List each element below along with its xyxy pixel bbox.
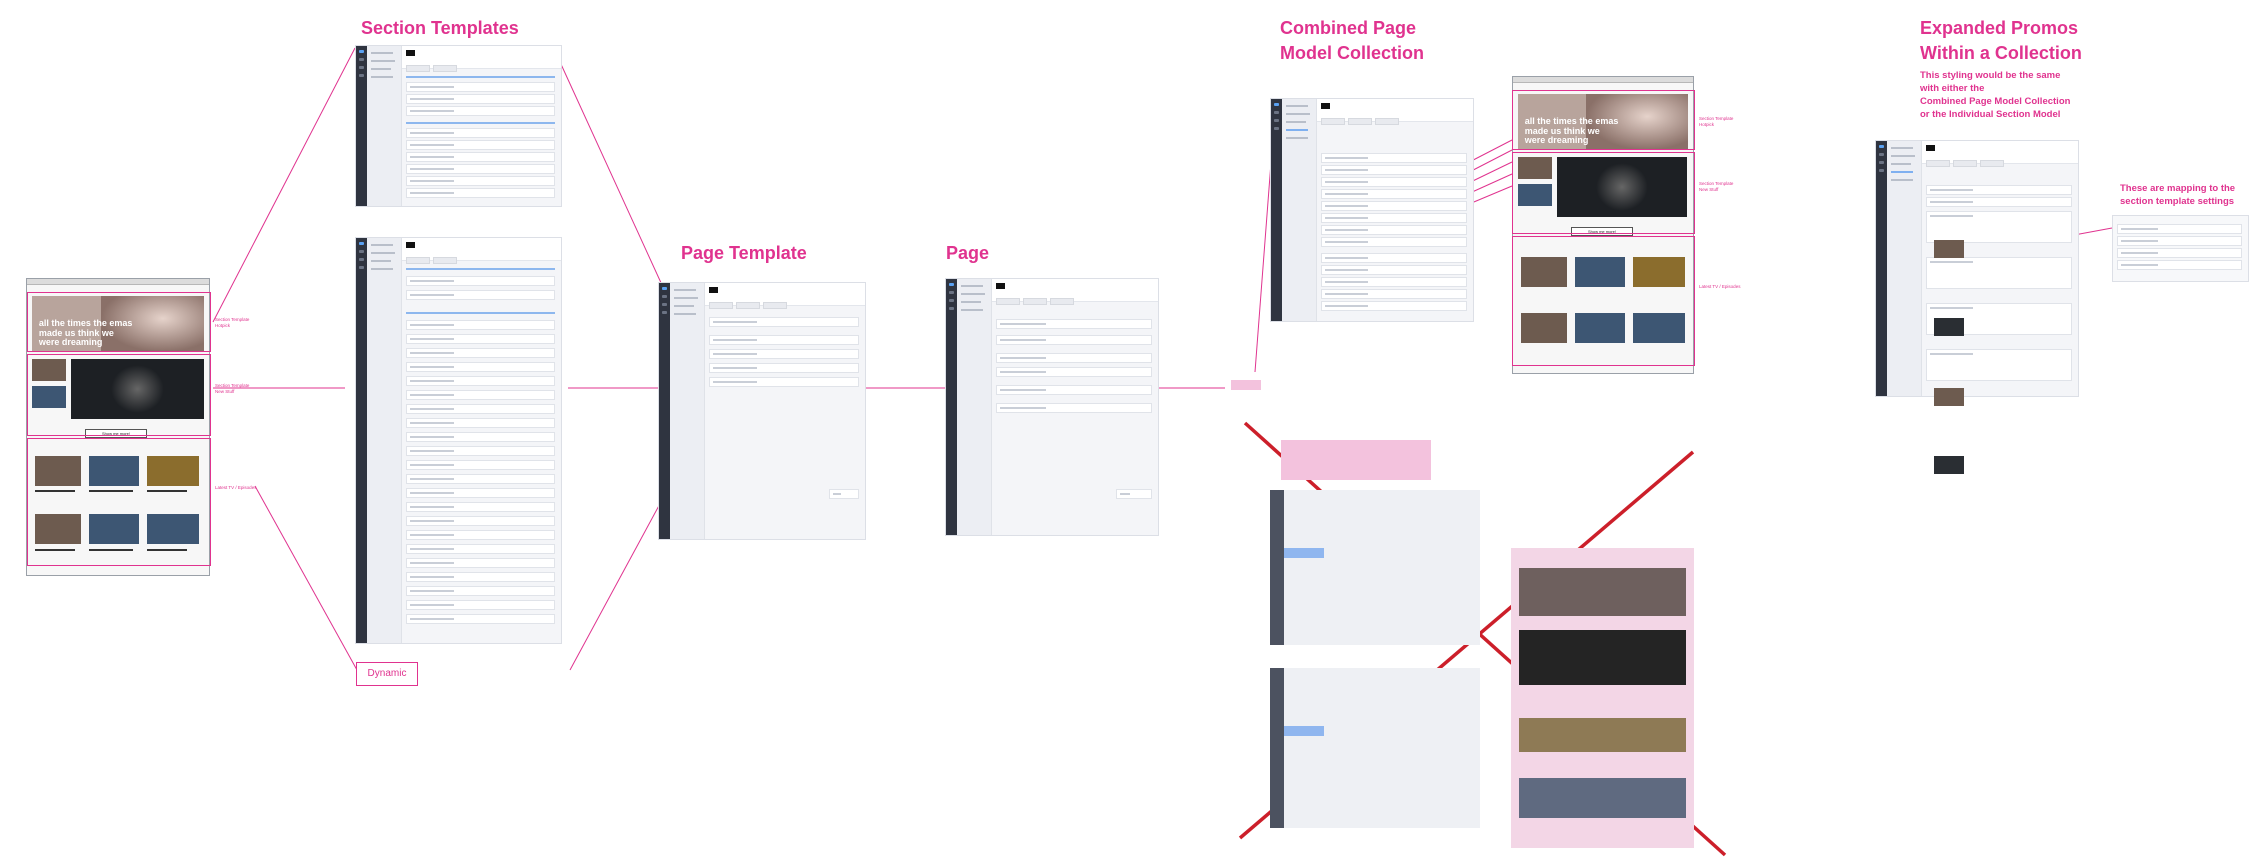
mapping-note-2: section template settings bbox=[2120, 196, 2235, 207]
dynamic-button[interactable]: Dynamic bbox=[356, 662, 418, 686]
label-hero-1: Section Template bbox=[215, 317, 250, 322]
featured-video bbox=[71, 359, 204, 419]
pixel-preview-blur bbox=[1511, 548, 1694, 848]
side-thumb bbox=[1518, 157, 1552, 179]
promo-thumb bbox=[1934, 456, 1964, 474]
expanded-heading-line2: Within a Collection bbox=[1920, 43, 2082, 63]
hero-text-1: all the times the emas bbox=[1524, 116, 1619, 127]
hero-image-2: all the times the emas made us think we … bbox=[1518, 94, 1688, 150]
side-thumb bbox=[32, 359, 66, 381]
related-section-outline bbox=[27, 354, 211, 436]
hero-section-outline bbox=[27, 292, 211, 352]
hero-text-3: were dreaming bbox=[38, 337, 103, 348]
label-related-2: New Stuff bbox=[1699, 187, 1719, 192]
label-latest-1: Latest TV / Episodes bbox=[215, 485, 257, 490]
promo-thumb bbox=[1934, 388, 1964, 406]
pixel-cms-blur-2 bbox=[1270, 668, 1480, 828]
expanded-note-1: This styling would be the same bbox=[1920, 70, 2061, 81]
pixel-heading-blur bbox=[1281, 440, 1431, 480]
label-related-1: Section Template bbox=[1699, 181, 1734, 186]
page-heading: Page bbox=[946, 243, 990, 263]
label-related-2: New Stuff bbox=[215, 389, 235, 394]
grid-thumb bbox=[1521, 257, 1567, 287]
show-more-button-2[interactable]: Show me more! bbox=[1571, 227, 1633, 236]
pixel-block bbox=[1231, 380, 1261, 390]
grid-thumb bbox=[35, 456, 81, 486]
label-related-1: Section Template bbox=[215, 383, 250, 388]
grid-thumb bbox=[147, 514, 199, 544]
label-latest-1: Latest TV / Episodes bbox=[1699, 284, 1741, 289]
section-template-screen-1 bbox=[355, 45, 562, 207]
grid-thumb bbox=[1521, 313, 1567, 343]
side-thumb bbox=[1518, 184, 1552, 206]
page-template-heading: Page Template bbox=[681, 243, 807, 263]
expanded-note-2: with either the bbox=[1920, 83, 1985, 94]
combined-preview-page: all the times the emas made us think we … bbox=[1512, 76, 1694, 374]
mapping-note-1: These are mapping to the bbox=[2120, 183, 2236, 194]
expanded-collection-screen bbox=[1875, 140, 2079, 397]
hero-text-2: made us think we bbox=[1524, 125, 1600, 136]
combined-related-outline bbox=[1512, 152, 1695, 234]
combined-latest-outline bbox=[1512, 236, 1695, 366]
pixel-cms-blur-1 bbox=[1270, 490, 1480, 645]
label-hero-2: Hotpick bbox=[215, 323, 231, 328]
grid-thumb bbox=[35, 514, 81, 544]
side-thumb bbox=[32, 386, 66, 408]
promo-thumb bbox=[1934, 318, 1964, 336]
hero-text-3: were dreaming bbox=[1524, 135, 1589, 146]
mapping-settings-panel bbox=[2112, 215, 2249, 282]
combined-heading-line2: Model Collection bbox=[1280, 43, 1424, 63]
latest-section-outline bbox=[27, 438, 211, 566]
combined-heading-line1: Combined Page bbox=[1280, 18, 1417, 38]
grid-thumb bbox=[1633, 313, 1685, 343]
page-screen bbox=[945, 278, 1159, 536]
label-hero-2: Hotpick bbox=[1699, 122, 1715, 127]
grid-thumb bbox=[1575, 257, 1625, 287]
combined-collection-screen bbox=[1270, 98, 1474, 322]
grid-thumb bbox=[147, 456, 199, 486]
expanded-note-4: or the Individual Section Model bbox=[1920, 109, 2061, 120]
expanded-heading-line1: Expanded Promos bbox=[1920, 18, 2079, 38]
section-templates-heading: Section Templates bbox=[361, 18, 519, 38]
grid-thumb bbox=[1575, 313, 1625, 343]
grid-thumb bbox=[89, 514, 139, 544]
featured-video-2 bbox=[1557, 157, 1687, 217]
hero-text-1: all the times the emas bbox=[38, 318, 133, 329]
section-template-screen-2 bbox=[355, 237, 562, 644]
label-hero-1: Section Template bbox=[1699, 116, 1734, 121]
hero-text-2: made us think we bbox=[38, 327, 114, 338]
grid-thumb bbox=[89, 456, 139, 486]
show-more-button[interactable]: Show me more! bbox=[85, 429, 147, 438]
page-template-screen bbox=[658, 282, 866, 540]
hero-image: all the times the emas made us think we … bbox=[32, 296, 204, 352]
grid-thumb bbox=[1633, 257, 1685, 287]
combined-hero-outline bbox=[1512, 90, 1695, 150]
promo-thumb bbox=[1934, 240, 1964, 258]
left-preview-page: all the times the emas made us think we … bbox=[26, 278, 210, 576]
expanded-note-3: Combined Page Model Collection bbox=[1920, 96, 2071, 107]
